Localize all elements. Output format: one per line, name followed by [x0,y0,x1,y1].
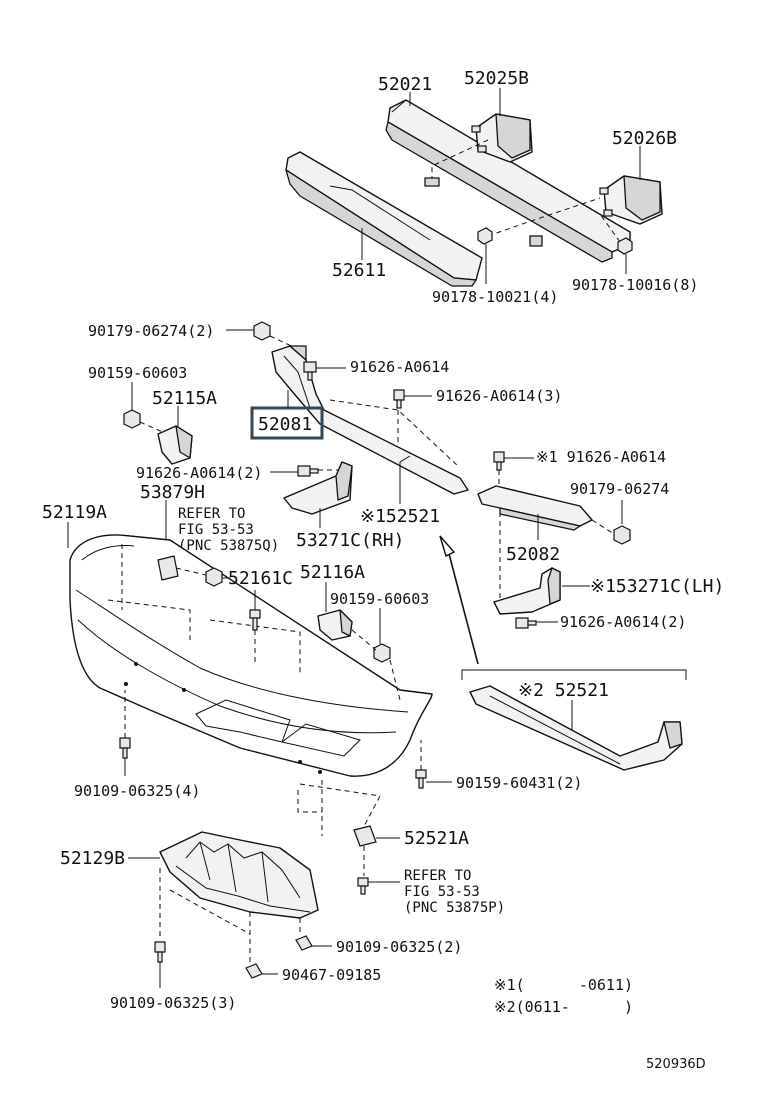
label-90178-10021: 90178-10021(4) [432,288,558,306]
bolt-90109-06325-4[interactable] [119,737,131,759]
label-90109-06325-2: 90109-06325(2) [336,938,462,956]
bracket-52115a[interactable] [157,425,193,465]
nut-90178-10016[interactable] [617,237,633,274]
nut-90179-06274-b[interactable] [613,525,631,545]
nut-90178-10021[interactable] [477,227,493,284]
nut-90179-06274[interactable] [253,321,271,341]
under-cover-52129b[interactable] [159,831,319,919]
label-52161c: 52161C [228,568,293,589]
bolt-91626-a0614-2a[interactable] [297,465,319,477]
label-90109-06325-4: 90109-06325(4) [74,782,200,800]
label-52115a: 52115A [152,388,217,409]
label-52521-rh: ※152521 [360,506,440,527]
label-53879h: 53879H [140,482,205,503]
retainer-52082[interactable] [477,485,593,531]
label-52521-2: ※2 52521 [518,680,609,701]
label-90159-60603-b: 90159-60603 [330,590,429,608]
bumper-reinforcement-52021[interactable] [385,99,631,263]
bumper-retainer-52081[interactable] [271,345,469,495]
bracket-52026b[interactable] [599,146,663,225]
clip-53879h[interactable] [157,555,179,581]
label-53271c-rh: 53271C(RH) [296,530,404,551]
label-91626-a0614-3: 91626-A0614(3) [436,387,562,405]
label-91626-a0614-top: 91626-A0614 [350,358,449,376]
footnote-2: ※2(0611- ) [494,998,633,1016]
ref-note-1-line1: REFER TO [178,506,245,522]
bolt-91626-a0614-2b[interactable] [515,617,537,629]
label-90159-60431-2: 90159-60431(2) [456,774,582,792]
part-number-52081-highlight[interactable] [250,406,324,440]
label-52129b: 52129B [60,848,125,869]
label-90178-10016: 90178-10016(8) [572,276,698,294]
bolt-90109-06325-2[interactable] [295,935,313,951]
bracket-52116a[interactable] [317,609,353,641]
bracket-52025b[interactable] [471,88,533,163]
ref-note-1-line3: (PNC 53875Q) [178,538,279,554]
label-90179-06274-2: 90179-06274(2) [88,322,214,340]
retainer-52521-lh[interactable] [469,685,683,771]
label-52611: 52611 [332,260,386,281]
stay-53271c-lh[interactable] [493,567,561,615]
label-90179-06274-b: 90179-06274 [570,480,669,498]
label-52025b: 52025B [464,68,529,89]
label-52116a: 52116A [300,562,365,583]
ref-note-2-line2: FIG 53-53 [404,884,480,900]
ref-note-1-line2: FIG 53-53 [178,522,254,538]
label-90109-06325-3: 90109-06325(3) [110,994,236,1012]
label-52521a: 52521A [404,828,469,849]
label-90467-09185: 90467-09185 [282,966,381,984]
label-52021: 52021 [378,74,432,95]
label-91626-a0614-b: ※1 91626-A0614 [536,448,666,466]
label-91626-a0614-2b: 91626-A0614(2) [560,613,686,631]
screw-90159-60603-b[interactable] [373,643,391,663]
bolt-91626-a0614-top[interactable] [303,361,317,381]
label-53271c-lh: ※153271C(LH) [590,576,724,597]
label-52026b: 52026B [612,128,677,149]
stay-53271c-rh[interactable] [283,461,353,515]
label-52119a: 52119A [42,502,107,523]
ref-note-2-line1: REFER TO [404,868,471,884]
clip-90467-09185[interactable] [245,963,263,979]
label-91626-a0614-2a: 91626-A0614(2) [136,464,262,482]
screw-90159-60431-2[interactable] [415,769,427,789]
label-90159-60603-a: 90159-60603 [88,364,187,382]
energy-absorber-52611[interactable] [285,151,483,287]
direction-arrow [439,535,479,665]
bolt-90109-06325-3[interactable] [154,941,166,963]
screw-ref-53875p[interactable] [357,877,369,895]
ref-note-2-line3: (PNC 53875P) [404,900,505,916]
diagram-code: 520936D [646,1057,706,1072]
nut-52161c[interactable] [205,567,223,587]
label-52082: 52082 [506,544,560,565]
label-52081: 52081 [258,414,312,435]
bolt-91626-a0614-b[interactable] [493,451,505,471]
footnote-1: ※1( -0611) [494,976,633,994]
clip-52521a[interactable] [353,825,377,847]
bolt-91626-a0614-3[interactable] [393,389,405,409]
bumper-cover-52119a[interactable] [69,534,433,777]
screw-90159-60603-a[interactable] [123,409,141,429]
